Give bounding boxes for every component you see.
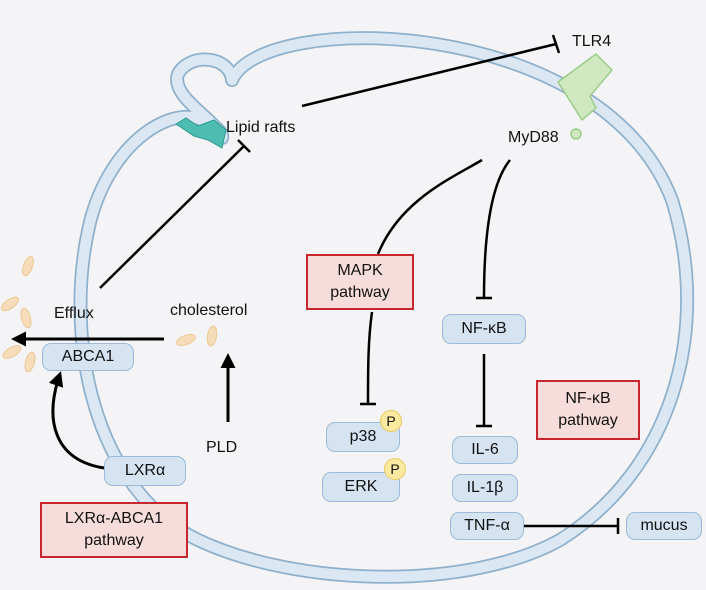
edge-myd88-nfkb (482, 159, 511, 299)
il6-node: IL-6 (452, 436, 518, 464)
edge-myd88-mapk (376, 158, 483, 255)
lipid-raft-icon (175, 117, 227, 149)
abca1-node: ABCA1 (42, 343, 134, 371)
mucus-node: mucus (626, 512, 702, 540)
lxra-abca1-pathway-line2: pathway (84, 532, 144, 549)
edge-mapk-p38 (366, 311, 374, 405)
lxra-abca1-pathway-box: LXRα-ABCA1 pathway (40, 502, 188, 558)
erk-node: ERK (322, 472, 400, 502)
efflux-label: Efflux (54, 305, 94, 322)
pathway-edges (99, 34, 620, 534)
edge-lipid-rafts-tlr4 (301, 42, 557, 108)
erk-phospho-badge: P (384, 458, 406, 480)
nfkb-pathway-line1: NF-κB (565, 390, 611, 408)
lipid-rafts-label: Lipid rafts (226, 119, 296, 136)
tlr4-receptor-icon (557, 53, 613, 140)
arrow-lxra-abca1 (48, 371, 105, 470)
myd88-label: MyD88 (508, 129, 559, 146)
p38-phospho-badge: P (380, 410, 402, 432)
activation-arrows (10, 331, 236, 470)
tlr4-label: TLR4 (572, 33, 612, 50)
cholesterol-label: cholesterol (170, 302, 248, 319)
edge-efflux-lipid-rafts (99, 145, 245, 289)
il1b-node: IL-1β (452, 474, 518, 502)
lxra-abca1-pathway-line1: LXRα-ABCA1 (64, 510, 164, 528)
cholesterol-particles-icon (0, 255, 218, 373)
nfkb-pathway-line2: pathway (558, 412, 618, 429)
pld-label: PLD (206, 439, 238, 456)
nfkb-pathway-box: NF-κB pathway (536, 380, 640, 440)
tnfa-node: TNF-α (450, 512, 524, 540)
lxra-node: LXRα (104, 456, 186, 486)
mapk-pathway-line2: pathway (330, 284, 390, 301)
nfkb-node: NF-κB (442, 314, 526, 344)
mapk-pathway-box: MAPK pathway (306, 254, 414, 310)
mapk-pathway-line1: MAPK (337, 262, 383, 280)
